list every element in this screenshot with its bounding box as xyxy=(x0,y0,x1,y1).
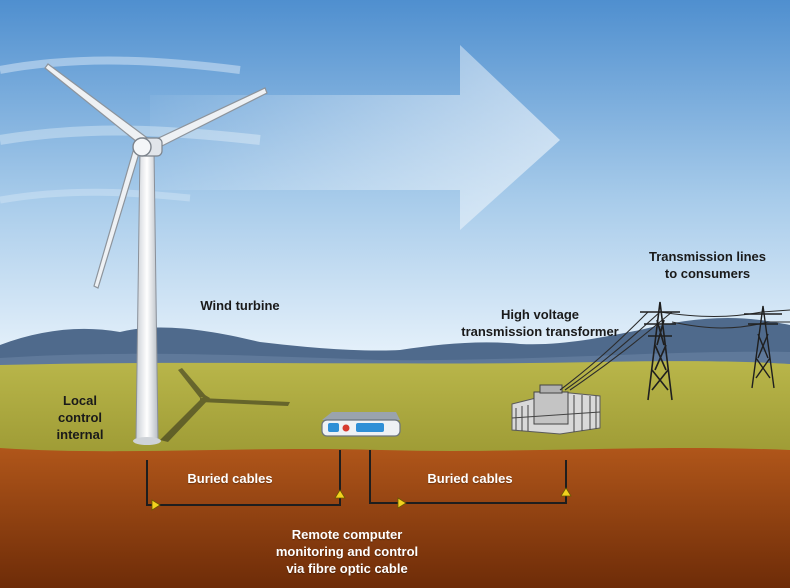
transmission-lines-line: to consumers xyxy=(664,266,751,281)
remote-computer-line: via fibre optic cable xyxy=(286,561,408,576)
transformer-icon xyxy=(511,384,601,435)
cable-direction-arrow xyxy=(151,487,572,511)
buried-cables-right-label: Buried cables xyxy=(427,471,513,486)
local-control-line: control xyxy=(57,410,103,425)
turbine-shadow xyxy=(160,368,290,442)
transmission-pylon-icon xyxy=(640,301,680,401)
control-box-icon xyxy=(321,412,401,437)
hv-transformer-line: transmission transformer xyxy=(461,324,619,339)
remote-computer-line: monitoring and control xyxy=(275,544,419,559)
hv-transformer-label: High voltage transmission transformer xyxy=(450,306,630,340)
local-control-label: Local control internal xyxy=(45,392,115,443)
remote-computer-line: Remote computer xyxy=(291,527,403,542)
local-control-line: internal xyxy=(56,427,104,442)
buried-cables-left-label: Buried cables xyxy=(187,471,273,486)
wind-turbine-label: Wind turbine xyxy=(200,298,280,313)
transmission-pylon-icon xyxy=(744,305,782,389)
soil-ground xyxy=(0,448,790,588)
transmission-lines-line: Transmission lines xyxy=(648,249,767,264)
wind-turbine-icon xyxy=(44,63,268,445)
buried-cable-network xyxy=(146,450,567,506)
remote-computer-label: Remote computer monitoring and control v… xyxy=(262,526,432,577)
hv-transformer-line: High voltage xyxy=(500,307,579,322)
local-control-line: Local xyxy=(63,393,97,408)
grass-field xyxy=(0,361,790,455)
transmission-lines-label: Transmission lines to consumers xyxy=(640,248,775,282)
